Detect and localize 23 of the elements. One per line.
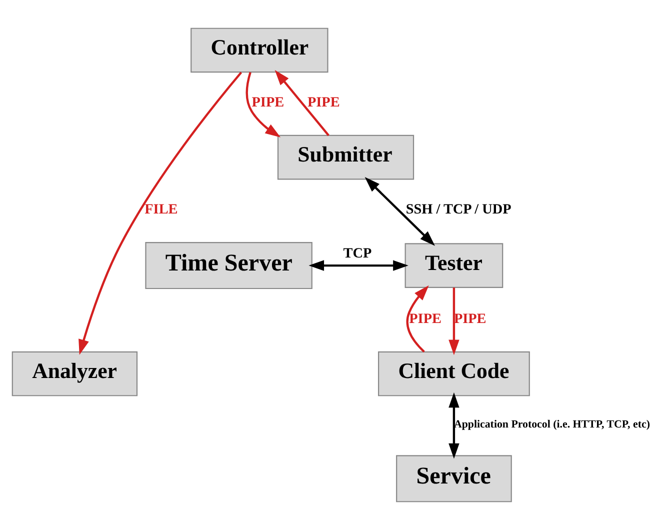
node-box: Analyzer	[12, 351, 138, 396]
arrow	[78, 72, 242, 355]
edge-label: PIPE	[409, 310, 442, 327]
node-box: Time Server	[145, 242, 312, 290]
edge-label: FILE	[144, 202, 178, 218]
arrow	[448, 288, 460, 356]
node-box: Service	[396, 455, 512, 502]
node-box: Controller	[190, 28, 328, 73]
arrow	[364, 177, 435, 246]
edge-label: PIPE	[454, 310, 486, 327]
node-box: Client Code	[378, 351, 530, 396]
arrow	[308, 260, 408, 271]
arrow	[406, 285, 429, 353]
edge-label: PIPE	[252, 94, 284, 110]
edge-label: TCP	[343, 245, 372, 262]
arrow	[274, 70, 330, 136]
arrow	[246, 72, 281, 138]
arrow	[448, 392, 460, 459]
node-box: Tester	[404, 243, 504, 288]
edge-label: PIPE	[308, 94, 340, 110]
edge-label: SSH / TCP / UDP	[406, 202, 512, 218]
edge-label: Application Protocol (i.e. HTTP, TCP, etc)	[454, 418, 650, 430]
node-box: Submitter	[277, 134, 414, 180]
